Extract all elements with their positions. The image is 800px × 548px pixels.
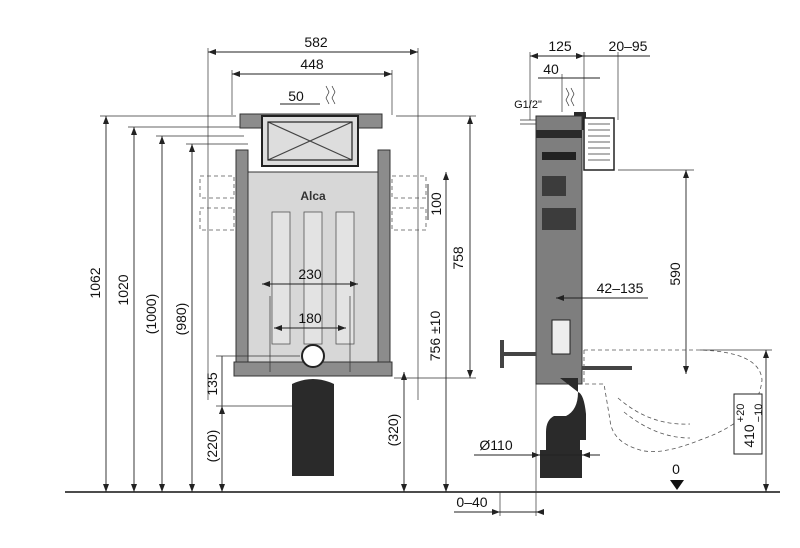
dim-410: 410 <box>741 424 757 448</box>
dim-125: 125 <box>548 38 572 54</box>
dim-590: 590 <box>667 262 683 286</box>
dim-410-tol-plus: +20 <box>735 404 747 423</box>
dim-1000: (1000) <box>143 294 159 334</box>
dim-diameter-110: Ø110 <box>479 437 512 453</box>
dim-410-tol-minus: −10 <box>753 404 765 423</box>
dim-0-40: 0–40 <box>456 494 487 510</box>
dim-448: 448 <box>300 56 324 72</box>
dim-980: (980) <box>173 303 189 336</box>
dim-100: 100 <box>428 192 444 216</box>
dim-42-135: 42–135 <box>597 280 644 296</box>
dim-135: 135 <box>204 372 220 396</box>
dim-180: 180 <box>298 310 322 326</box>
floor-zero-label: 0 <box>672 461 680 477</box>
dim-756: 756 ±10 <box>427 311 443 362</box>
drain-pipe-front <box>292 420 334 476</box>
dim-220: (220) <box>204 430 220 463</box>
brand-logo: Alca <box>300 189 326 203</box>
flush-plate-side <box>583 117 615 171</box>
dim-1062: 1062 <box>87 267 103 298</box>
dim-1020: 1020 <box>115 274 131 305</box>
dim-230: 230 <box>298 266 322 282</box>
dim-50: 50 <box>288 88 304 104</box>
water-inlet-label: G1/2" <box>514 99 542 111</box>
dim-20-95: 20–95 <box>609 38 648 54</box>
dim-320: (320) <box>385 414 401 447</box>
front-view: 582 448 50 Alca 100 <box>87 34 476 492</box>
dim-40: 40 <box>543 61 559 77</box>
dim-758: 758 <box>450 246 466 270</box>
dim-582: 582 <box>304 34 328 50</box>
side-view: 125 20–95 40 G1/2" 42–135 590 <box>454 38 772 516</box>
wc-bowl-outline <box>583 349 763 453</box>
